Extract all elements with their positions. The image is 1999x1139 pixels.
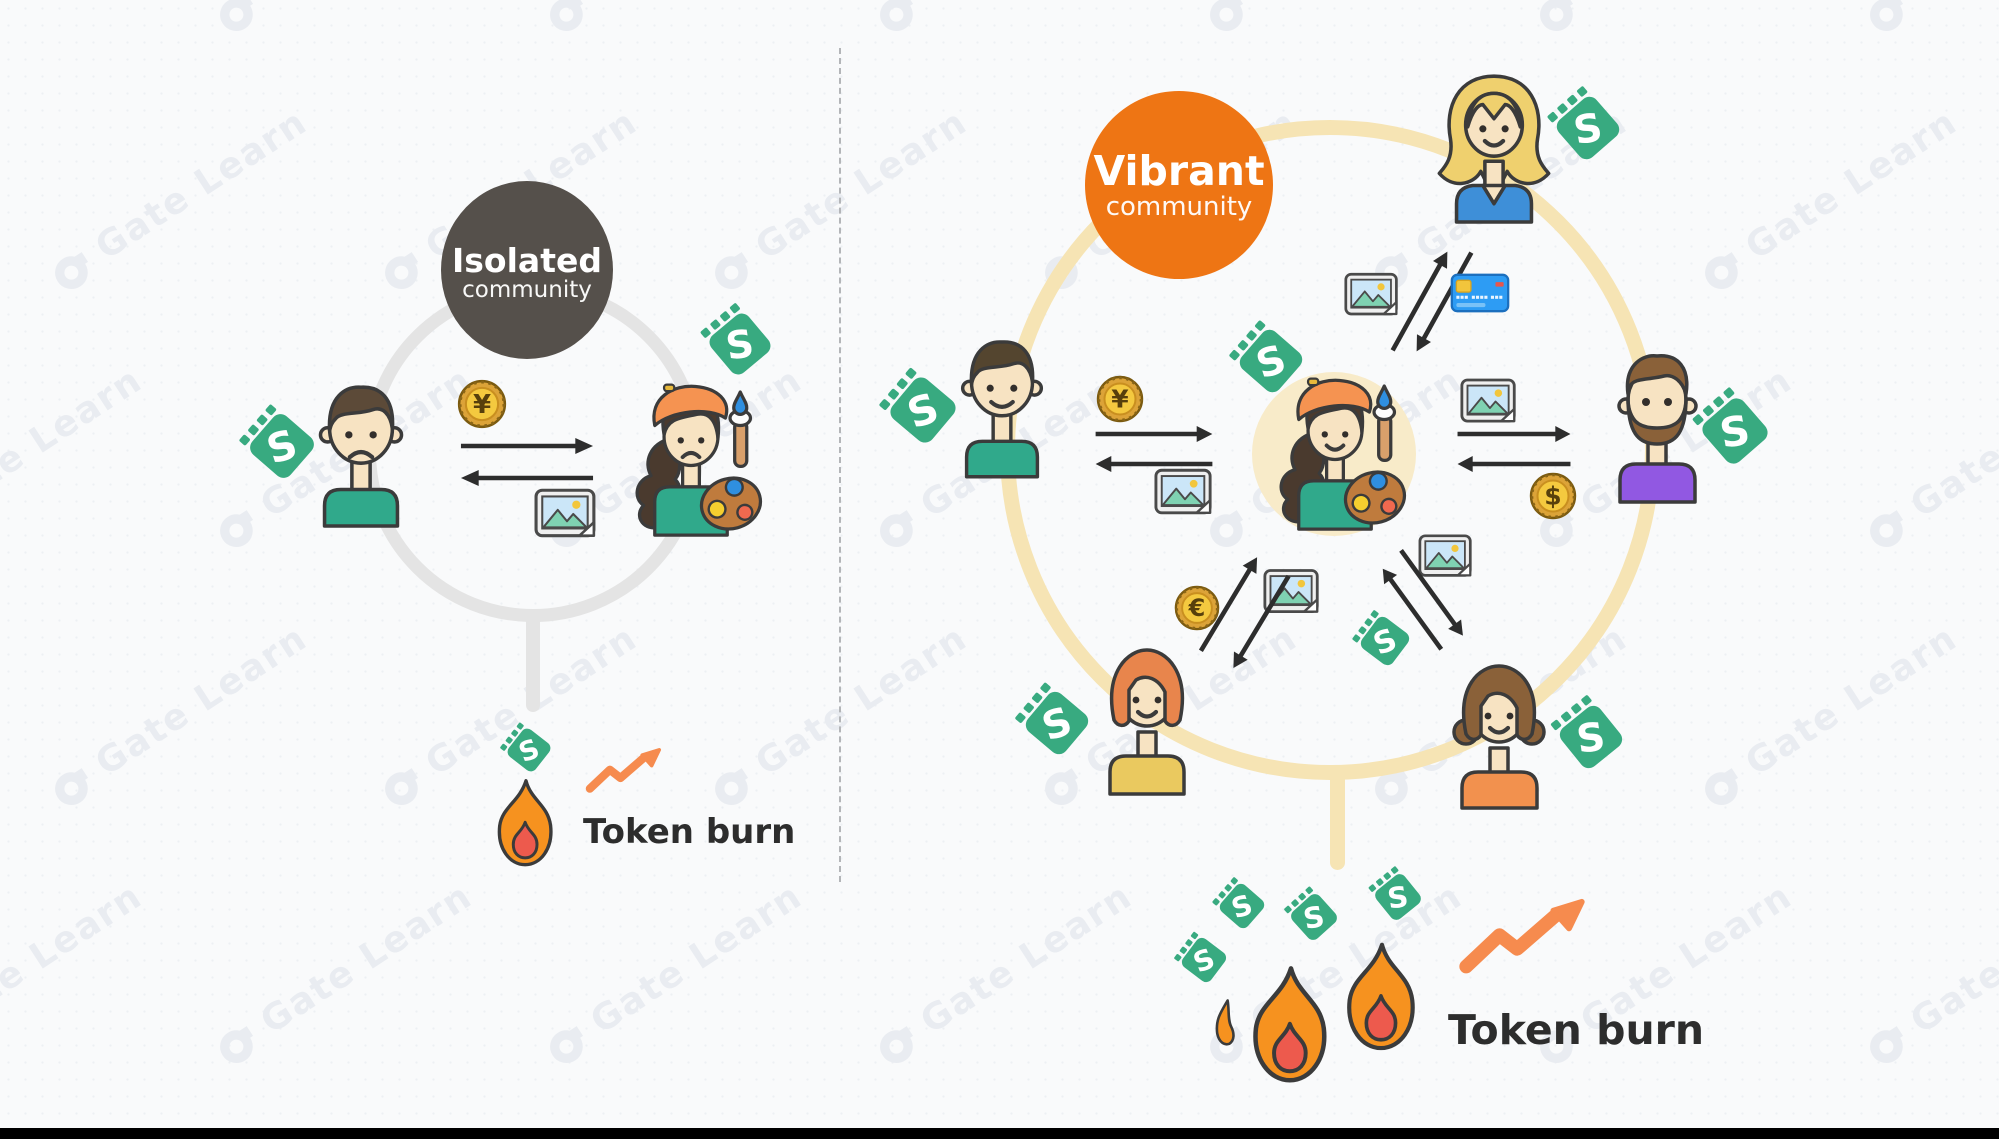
svg-text:S: S: [1574, 714, 1608, 762]
token-burn-label: Token burn: [583, 812, 796, 852]
watermark: Gate Learn: [45, 101, 315, 297]
person-sad-man-illustration: [300, 368, 422, 528]
person-sad-artist-illustration: [612, 366, 770, 537]
credit-card-icon: [1450, 272, 1510, 314]
watermark: Gate Learn: [1695, 101, 1965, 297]
watermark: Gate Learn: [540, 0, 810, 39]
arrow-left-icon: [458, 468, 596, 488]
isolated-title: Isolated: [452, 240, 602, 280]
watermark: Gate Learn: [1695, 617, 1965, 813]
watermark: Gate Learn: [1860, 0, 1999, 39]
svg-text:S: S: [1385, 879, 1410, 916]
vibrant-title: Vibrant: [1093, 146, 1265, 195]
vibrant-subtitle: community: [1105, 192, 1253, 223]
watermark: Gate Learn: [540, 875, 810, 1071]
token-badge-icon: S: [1168, 924, 1240, 996]
picture-icon: [1418, 534, 1474, 579]
svg-text:€: €: [1188, 594, 1206, 622]
letterbox-bar: [0, 1128, 1999, 1139]
token-badge-icon: S: [1208, 872, 1276, 940]
token-badge-icon: S: [1279, 882, 1348, 951]
token-badge-icon: S: [494, 715, 563, 784]
arrow-down-right-icon: [1392, 543, 1473, 644]
arrow-down-left-icon: [1224, 569, 1299, 675]
watermark: Gate Learn: [0, 875, 150, 1043]
token-burn-label: Token burn: [1448, 1006, 1705, 1054]
svg-text:¥: ¥: [1111, 385, 1129, 414]
watermark: Gate Learn: [870, 0, 1140, 39]
watermark: Gate Learn: [1200, 0, 1470, 39]
watermark: Gate Learn: [1530, 0, 1800, 39]
isolated-ring-stem: [526, 612, 540, 712]
watermark: Gate Learn: [1860, 875, 1999, 1071]
arrow-up-right-icon: [1383, 245, 1458, 358]
arrow-right-icon: [1455, 424, 1573, 444]
watermark: Gate Learn: [0, 0, 150, 39]
svg-text:S: S: [723, 322, 757, 370]
arrow-left-icon: [1093, 454, 1215, 474]
picture-icon: [534, 488, 598, 540]
panel-divider: [839, 48, 841, 882]
trend-up-arrow-icon: [584, 746, 664, 803]
isolated-community-label: Isolated community: [441, 181, 613, 359]
picture-icon: [1154, 468, 1214, 517]
arrow-right-icon: [458, 436, 596, 456]
coin-icon-yen: ¥: [1095, 374, 1145, 424]
token-badge-icon: S: [692, 296, 787, 391]
watermark: Gate Learn: [210, 875, 480, 1071]
token-badge-icon: S: [1223, 313, 1319, 409]
person-orange-hair-woman-illustration: [1086, 628, 1208, 796]
token-badge-icon: S: [1542, 688, 1641, 787]
arrow-left-icon: [1455, 454, 1573, 474]
picture-icon: [1460, 378, 1518, 425]
person-happy-artist-illustration: [1256, 360, 1414, 531]
watermark: Gate Learn: [45, 617, 315, 813]
coin-icon-yen: ¥: [456, 378, 508, 430]
token-badge-icon: S: [1008, 674, 1106, 772]
person-brown-hair-woman-illustration: [1436, 646, 1563, 810]
arrow-up-right-icon: [1191, 550, 1267, 658]
watermark: Gate Learn: [0, 359, 150, 527]
watermark: Gate Learn: [870, 875, 1140, 1071]
token-badge-icon: S: [233, 397, 331, 495]
token-badge-icon: S: [1345, 601, 1424, 680]
arrow-down-left-icon: [1407, 246, 1482, 359]
flame-icon: [1334, 918, 1430, 1078]
person-blonde-woman-illustration: [1426, 60, 1563, 224]
arrow-right-icon: [1093, 424, 1215, 444]
trend-up-arrow-icon: [1456, 896, 1590, 990]
svg-text:¥: ¥: [473, 390, 491, 420]
isolated-subtitle: community: [462, 277, 592, 304]
svg-text:$: $: [1544, 482, 1561, 511]
coin-icon-euro: €: [1173, 584, 1221, 632]
token-badge-icon: S: [1362, 861, 1435, 934]
flame-tongue-icon: [1212, 995, 1238, 1051]
watermark: Gate Learn: [1860, 359, 1999, 555]
coin-icon-dollar: $: [1528, 471, 1578, 521]
watermark: Gate Learn: [210, 0, 480, 39]
arrow-up-left-icon: [1373, 561, 1450, 657]
vibrant-ring-stem: [1330, 772, 1345, 870]
token-badge-icon: S: [1540, 80, 1636, 176]
flame-icon: [1239, 956, 1343, 1096]
token-badge-icon: S: [872, 359, 974, 461]
vibrant-community-label: Vibrant community: [1085, 91, 1273, 279]
picture-icon: [1344, 272, 1400, 318]
flame-icon: [487, 776, 565, 872]
person-happy-man-illustration: [943, 323, 1061, 479]
person-bearded-man-illustration: [1594, 336, 1721, 504]
token-badge-icon: S: [1685, 381, 1785, 481]
